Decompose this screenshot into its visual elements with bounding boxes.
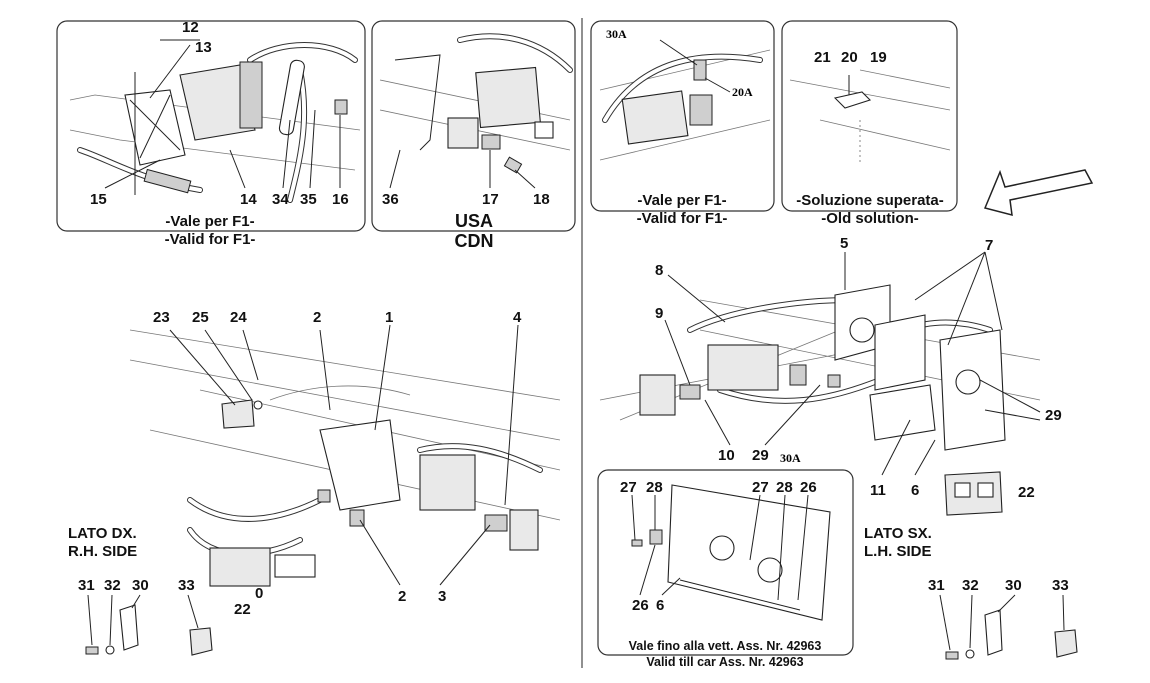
caption-usa: USA (455, 211, 493, 231)
callout-number: 25 (192, 309, 209, 326)
panel-frame (371, 20, 576, 232)
callout-number: 30 (132, 577, 149, 594)
direction-arrow-icon (983, 169, 1094, 217)
callout-number: 23 (153, 309, 170, 326)
callout-number: 32 (104, 577, 121, 594)
side-label-en: R.H. SIDE (68, 543, 137, 560)
callout-number: 33 (1052, 577, 1069, 594)
callout-number: 22 (234, 601, 251, 618)
caption-old: -Old solution- (821, 210, 918, 227)
callout-number: 3 (438, 588, 446, 605)
callout-number: 27 (620, 479, 637, 496)
callout-number: 18 (533, 191, 550, 208)
callout-number: 26 (800, 479, 817, 496)
callout-number: 8 (655, 262, 663, 279)
callout-number: 27 (752, 479, 769, 496)
callout-number: 2 (398, 588, 406, 605)
inset-note-en: Valid till car Ass. Nr. 42963 (646, 655, 803, 669)
callout-number: 30A (780, 451, 801, 465)
callout-number: 7 (985, 237, 993, 254)
callout-number: 20A (732, 85, 753, 99)
callout-number: 17 (482, 191, 499, 208)
callout-number: 29 (752, 447, 769, 464)
callout-number: 9 (655, 305, 663, 322)
callout-number: 15 (90, 191, 107, 208)
callout-number: 28 (646, 479, 663, 496)
callout-number: 30A (606, 27, 627, 41)
caption-superata: -Soluzione superata- (796, 192, 944, 209)
caption-valid-f1: -Valid for F1- (165, 231, 256, 248)
side-label-en: L.H. SIDE (864, 543, 932, 560)
small-parts-left: 31 32 30 33 (78, 577, 213, 656)
callout-number: 12 (182, 19, 199, 36)
callout-number: 32 (962, 577, 979, 594)
caption-cdn: CDN (455, 231, 494, 251)
callout-number: 16 (332, 191, 349, 208)
callout-number: 29 (1045, 407, 1062, 424)
caption-vale-f1: -Vale per F1- (637, 192, 726, 209)
inset-note-it: Vale fino alla vett. Ass. Nr. 42963 (629, 639, 822, 653)
callout-number: 31 (78, 577, 95, 594)
main-right-assembly: 5 7 8 9 29 10 29 30A 11 6 22 LATO SX. L.… (599, 235, 1062, 560)
panel-f1-fuses: 30A 20A -Vale per F1- -Valid for F1- (590, 20, 775, 227)
callout-number: 36 (382, 191, 399, 208)
ecu-unit (179, 64, 256, 141)
panel-f1-ecu: 12 13 15 14 34 35 16 -Vale per F1- -Vali… (56, 19, 366, 248)
callout-number: 30 (1005, 577, 1022, 594)
callout-number: 31 (928, 577, 945, 594)
callout-number: 35 (300, 191, 317, 208)
callout-number: 0 (255, 585, 263, 602)
callout-number: 4 (513, 309, 522, 326)
callout-number: 33 (178, 577, 195, 594)
callout-number: 5 (840, 235, 848, 252)
callout-number: 20 (841, 49, 858, 66)
side-label-it: LATO DX. (68, 525, 137, 542)
caption-vale-f1: -Vale per F1- (165, 213, 254, 230)
panel-frame (56, 20, 366, 232)
callout-number: 13 (195, 39, 212, 56)
callout-number: 34 (272, 191, 289, 208)
callout-number: 21 (814, 49, 831, 66)
callout-number: 11 (870, 482, 886, 499)
panel-frame (590, 20, 775, 212)
callout-number: 6 (911, 482, 919, 499)
side-label-it: LATO SX. (864, 525, 932, 542)
callout-number: 10 (718, 447, 735, 464)
callout-number: 24 (230, 309, 247, 326)
callout-number: 22 (1018, 484, 1035, 501)
main-left-assembly: 23 25 24 2 1 4 2 3 22 0 LATO DX. R.H. SI… (68, 309, 561, 618)
callout-number: 1 (385, 309, 393, 326)
panel-old-solution: 21 20 19 -Soluzione superata- -Old solut… (781, 20, 958, 227)
callout-number: 28 (776, 479, 793, 496)
small-parts-right: 31 32 30 33 (928, 577, 1078, 660)
callout-number: 19 (870, 49, 887, 66)
caption-valid-f1: -Valid for F1- (637, 210, 728, 227)
panel-frame (597, 469, 854, 656)
callout-number: 6 (656, 597, 664, 614)
panel-usa-cdn: 36 17 18 USA CDN (371, 20, 576, 251)
callout-number: 2 (313, 309, 321, 326)
panel-frame (781, 20, 958, 212)
callout-number: 26 (632, 597, 649, 614)
panel-valid-till-car: 27 28 27 28 26 26 6 Vale fino alla vett.… (597, 469, 854, 669)
callout-number: 14 (240, 191, 257, 208)
